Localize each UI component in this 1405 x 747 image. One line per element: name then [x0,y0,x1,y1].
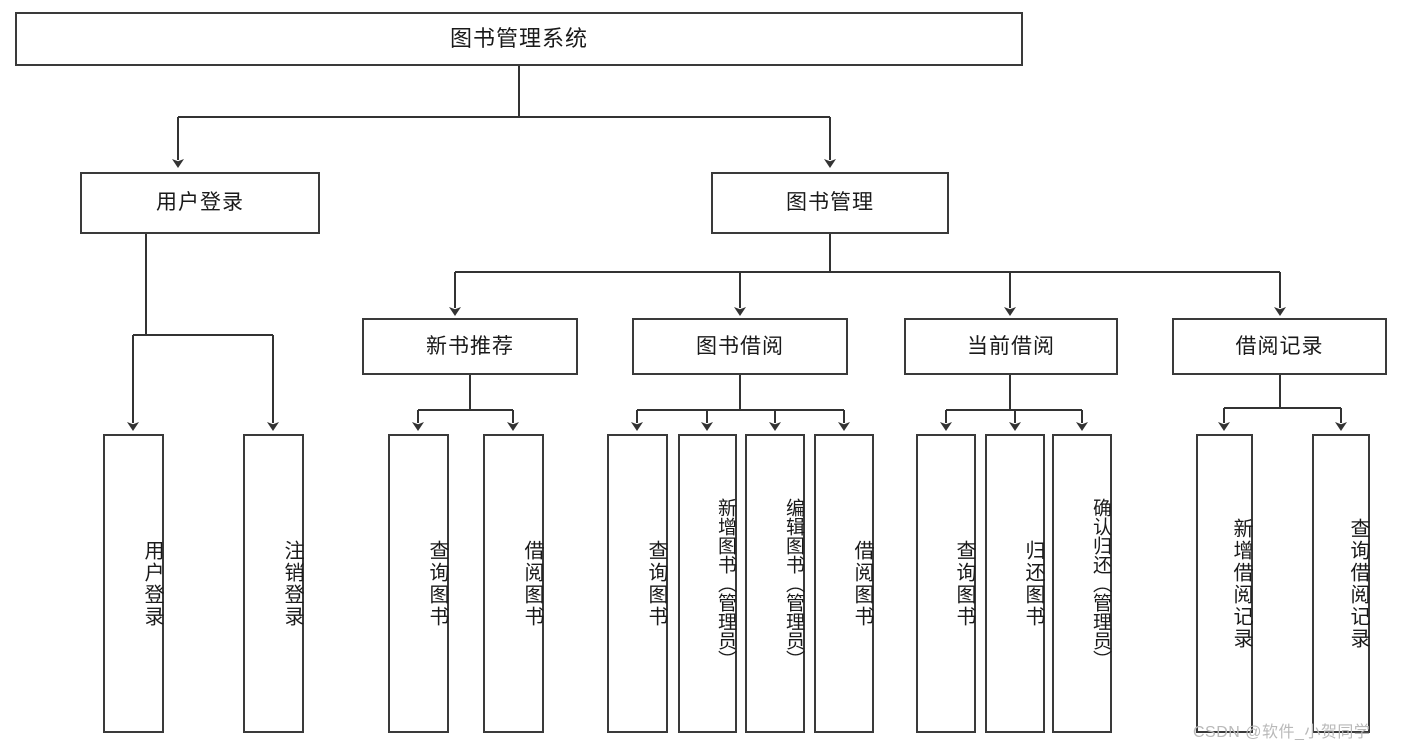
leaf-user-login[interactable]: 用户登录 [103,434,164,733]
node-label: 注销登录 [281,539,303,628]
node-label: 查询图书 [953,539,975,628]
leaf-current-return-book[interactable]: 归还图书 [985,434,1045,733]
leaf-borrow-query-book[interactable]: 查询图书 [607,434,668,733]
node-label: 借阅图书 [521,539,543,628]
csdn-watermark: CSDN @软件_小贺同学 [1193,724,1371,741]
leaf-current-query-book[interactable]: 查询图书 [916,434,976,733]
leaf-current-confirm-return-admin[interactable]: 确认归还（管理员） [1052,434,1112,733]
node-label: 借阅记录 [1235,334,1324,358]
node-label: 查询图书 [645,539,667,628]
node-label: 用户登录 [156,191,244,215]
leaf-record-add-borrow-record[interactable]: 新增借阅记录 [1196,434,1253,733]
node-user-login[interactable]: 用户登录 [80,172,320,234]
node-label: 新增图书（管理员） [715,498,736,669]
node-label: 图书管理 [786,191,874,215]
leaf-record-query-borrow-record[interactable]: 查询借阅记录 [1312,434,1370,733]
node-label: 归还图书 [1022,539,1044,628]
leaf-borrow-edit-book-admin[interactable]: 编辑图书（管理员） [745,434,805,733]
node-label: 图书借阅 [696,334,784,358]
node-root-book-management-system[interactable]: 图书管理系统 [15,12,1023,66]
node-label: 查询借阅记录 [1347,517,1369,650]
node-current-borrow[interactable]: 当前借阅 [904,318,1118,375]
leaf-borrow-lend-book[interactable]: 借阅图书 [814,434,874,733]
node-label: 借阅图书 [851,539,873,628]
leaf-borrow-add-book-admin[interactable]: 新增图书（管理员） [678,434,737,733]
leaf-user-logout[interactable]: 注销登录 [243,434,304,733]
node-label: 新增借阅记录 [1230,517,1252,650]
leaf-newbook-borrow-book[interactable]: 借阅图书 [483,434,544,733]
node-book-management[interactable]: 图书管理 [711,172,949,234]
node-label: 图书管理系统 [449,25,588,51]
node-book-borrow[interactable]: 图书借阅 [632,318,848,375]
node-label: 确认归还（管理员） [1090,498,1111,669]
node-label: 用户登录 [141,539,163,628]
node-label: 新书推荐 [426,334,514,358]
node-label: 查询图书 [426,539,448,628]
node-label: 编辑图书（管理员） [783,498,804,669]
node-label: 当前借阅 [967,334,1055,358]
node-borrow-record[interactable]: 借阅记录 [1172,318,1387,375]
leaf-newbook-query-book[interactable]: 查询图书 [388,434,449,733]
node-new-book-recommend[interactable]: 新书推荐 [362,318,578,375]
